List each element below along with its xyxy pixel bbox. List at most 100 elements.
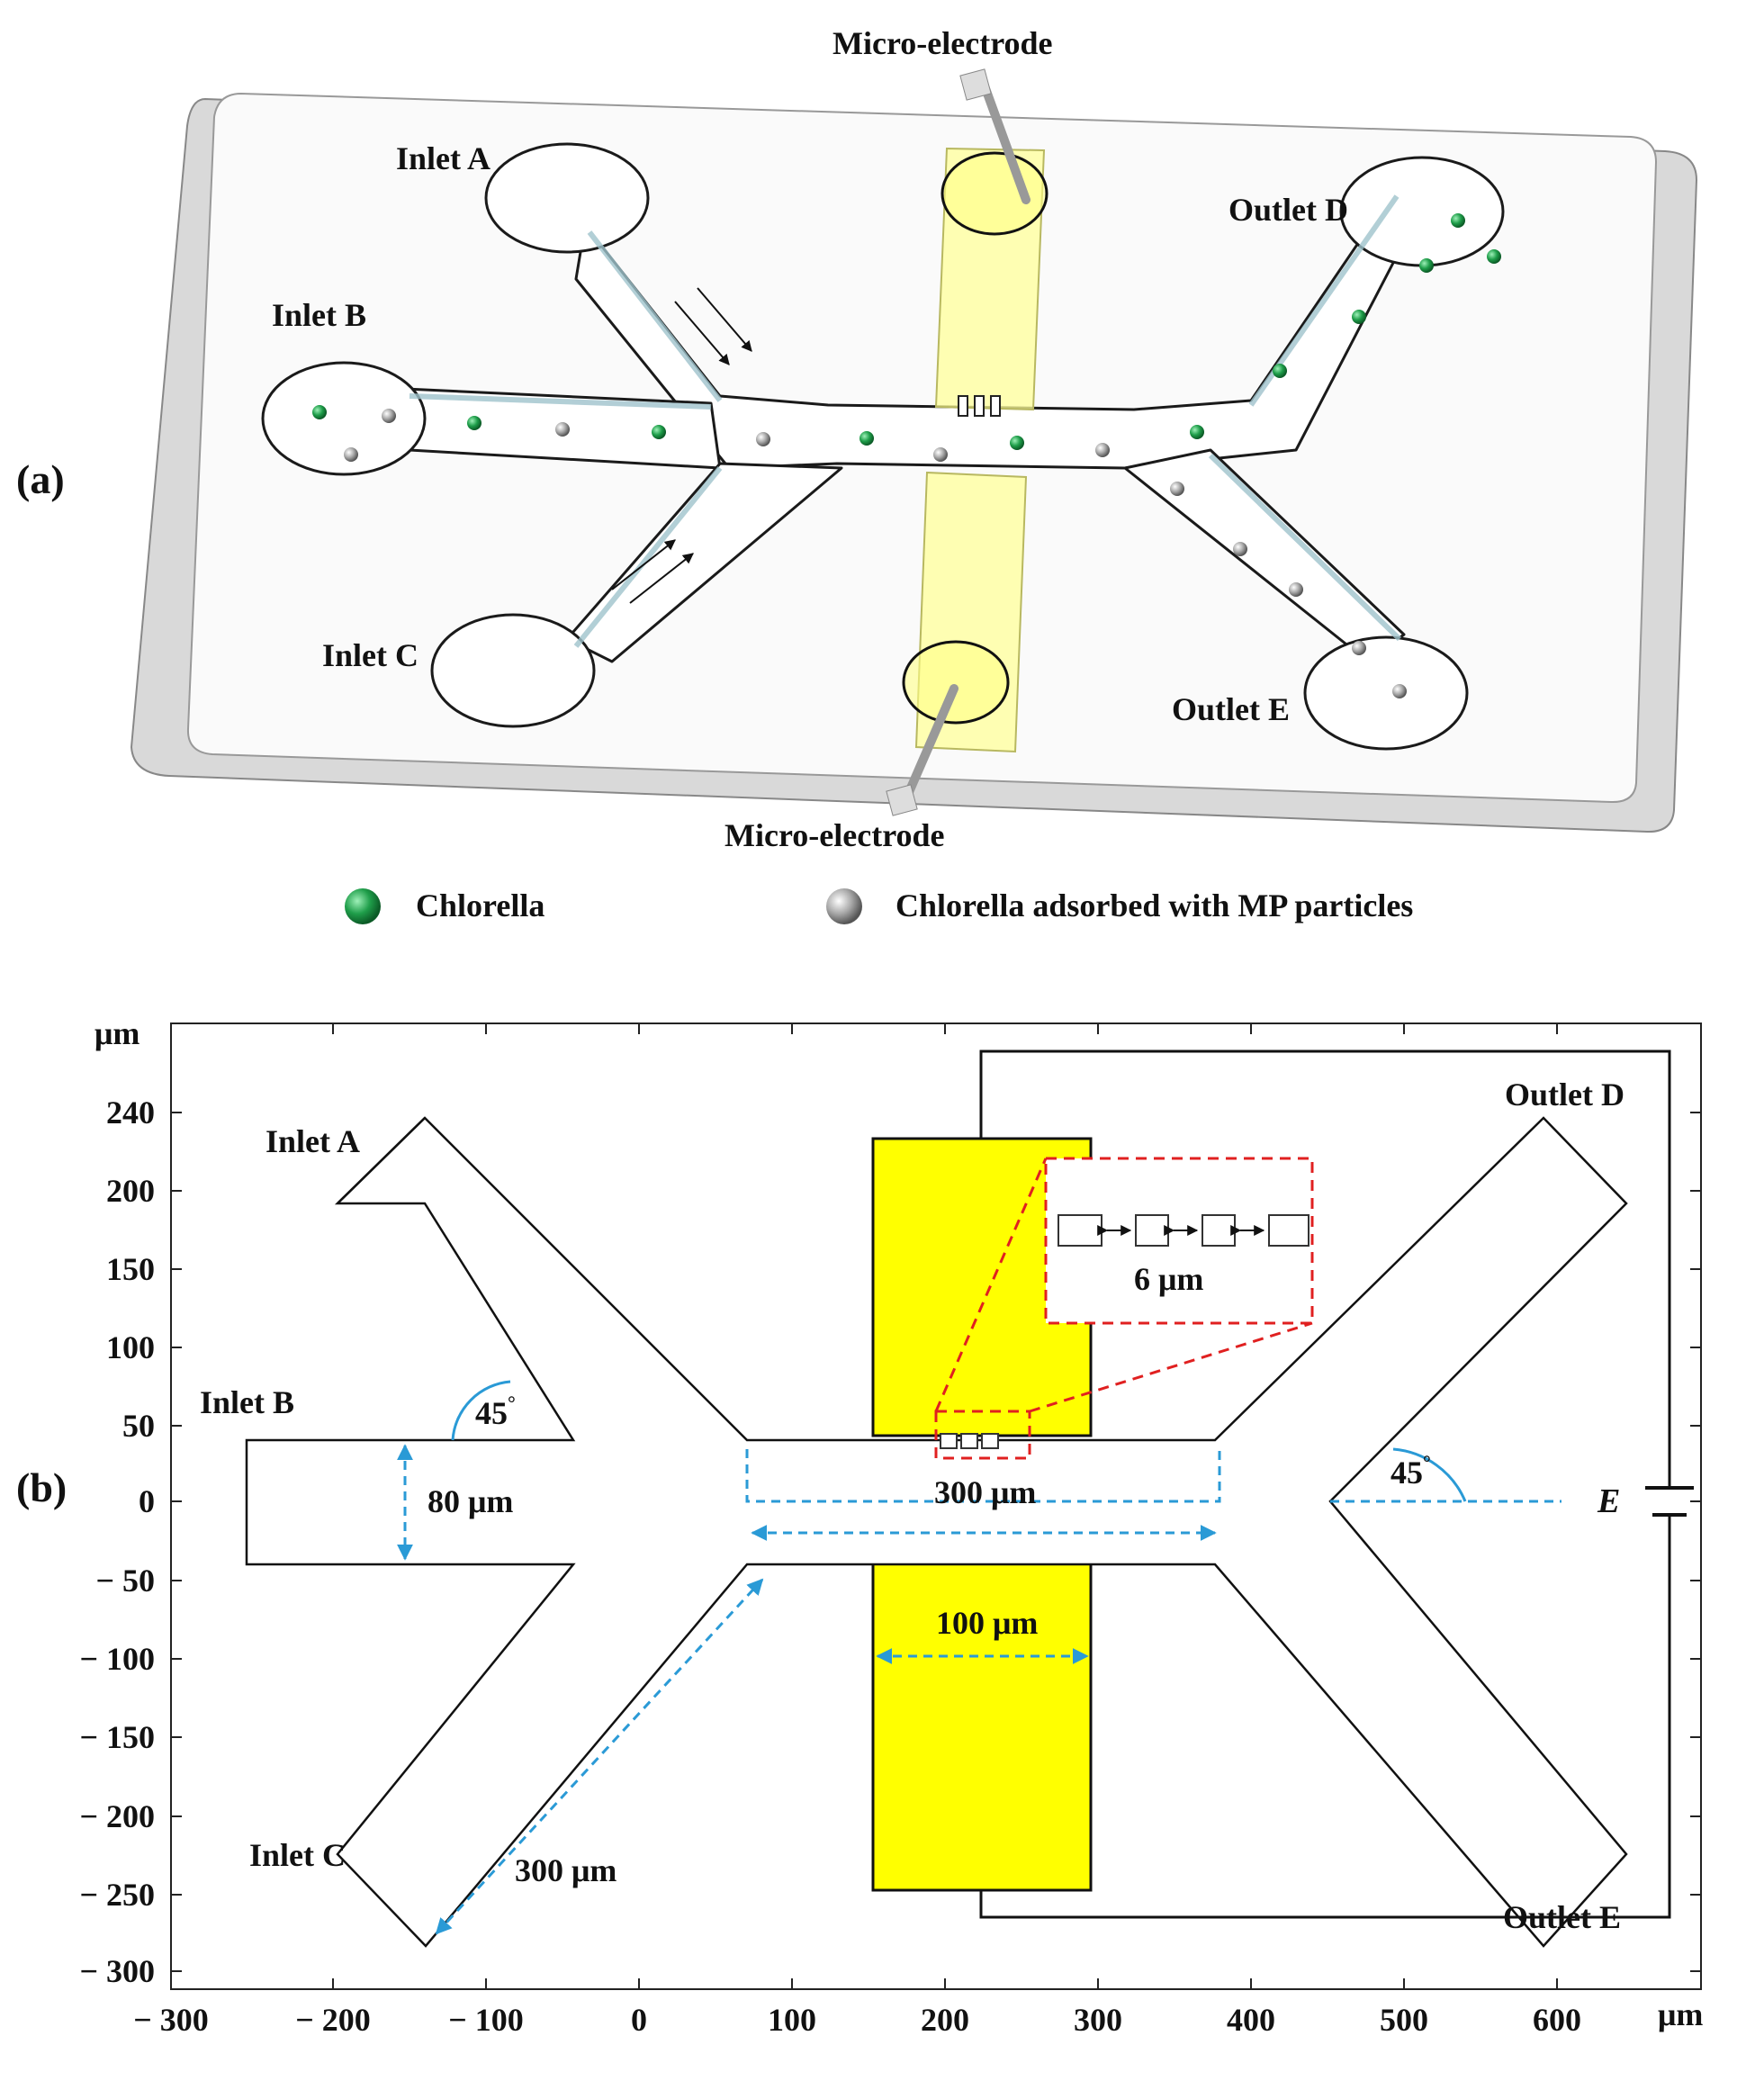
x-tick-label: 500 — [1380, 2002, 1428, 2038]
legend-chlorella-marker — [345, 888, 381, 924]
outlet-e-label: Outlet E — [1172, 691, 1290, 727]
flow-arrow — [629, 553, 694, 604]
particles — [312, 213, 1501, 698]
mp-particle — [1352, 641, 1366, 655]
b-inlet-a-label: Inlet A — [266, 1123, 360, 1159]
x-unit-label: μm — [1658, 1996, 1703, 2032]
chlorella-particle — [467, 416, 482, 430]
legend: Chlorella Chlorella adsorbed with MP par… — [345, 887, 1413, 924]
x-tick-label: 0 — [631, 2002, 647, 2038]
inlet-a-reservoir — [484, 142, 650, 254]
zoom-teeth — [1058, 1214, 1310, 1247]
outlet-d-label: Outlet D — [1228, 192, 1348, 228]
mp-particle — [382, 409, 396, 423]
electrode-teeth — [958, 395, 1001, 417]
y-tick-label: 0 — [139, 1483, 155, 1519]
b-outlet-e-label: Outlet E — [1503, 1899, 1621, 1935]
y-unit-label: μm — [94, 1015, 140, 1051]
mp-particle — [1170, 482, 1184, 496]
x-tick-label: 600 — [1533, 2002, 1581, 2038]
mp-particle — [344, 447, 358, 462]
gap-dimension-label: 6 μm — [1134, 1261, 1203, 1297]
chlorella-particle — [652, 425, 666, 439]
b-inlet-b-label: Inlet B — [200, 1384, 294, 1420]
y-tick-label: − 200 — [79, 1798, 155, 1834]
inlet-a-label: Inlet A — [396, 140, 490, 176]
dimension-lines — [397, 1380, 1562, 1935]
panel-a-label: (a) — [16, 456, 65, 502]
x-tick-label: 300 — [1074, 2002, 1122, 2038]
chlorella-particle — [1487, 249, 1501, 264]
y-tick-label: 150 — [106, 1251, 155, 1287]
width-dimension-label: 80 μm — [428, 1483, 513, 1519]
x-tick-label: − 100 — [448, 2002, 524, 2038]
y-tick-label: 200 — [106, 1173, 155, 1209]
y-tick-label: − 300 — [79, 1953, 155, 1989]
electrode-top-label: Micro-electrode — [832, 25, 1053, 61]
y-tick-label: 100 — [106, 1329, 155, 1365]
chlorella-particle — [860, 431, 874, 446]
y-tick-label: − 150 — [79, 1719, 155, 1755]
b-outlet-d-label: Outlet D — [1505, 1077, 1624, 1113]
mp-particle — [756, 432, 770, 446]
chlorella-particle — [312, 405, 327, 419]
angle-arc-left — [451, 1380, 511, 1441]
main-channel-dimension-label: 300 μm — [934, 1474, 1036, 1510]
branch-length-dimension — [435, 1578, 764, 1935]
mp-particle — [1233, 542, 1247, 556]
mp-particle — [1289, 582, 1303, 597]
panel-b-label: (b) — [16, 1464, 67, 1510]
x-tick-label: 400 — [1227, 2002, 1275, 2038]
chlorella-particle — [1451, 213, 1465, 228]
circuit-wire — [979, 1050, 1694, 1919]
electrode-bottom — [886, 471, 1028, 816]
flow-arrow — [674, 301, 730, 365]
plot-frame — [170, 1022, 1702, 1990]
outlet-d-reservoir — [1339, 156, 1505, 267]
x-axis-ticks: − 300 − 200 − 100 0 100 200 300 400 500 600 — [133, 1023, 1581, 2038]
branch-length-label: 300 μm — [515, 1852, 616, 1888]
electrode-bottom-label: Micro-electrode — [724, 817, 945, 853]
main-channel-dimension-bracket — [745, 1449, 1221, 1503]
x-tick-label: − 200 — [295, 2002, 371, 2038]
y-tick-label: − 100 — [79, 1641, 155, 1677]
mp-particle — [1392, 684, 1407, 698]
x-tick-label: − 300 — [133, 2002, 209, 2038]
source-label: E — [1597, 1482, 1620, 1520]
chlorella-particle — [1419, 258, 1434, 273]
panel-a: (a) — [16, 25, 1698, 924]
y-tick-label: − 250 — [79, 1877, 155, 1913]
angle-right-label: 45° — [1390, 1451, 1431, 1491]
zoom-source-box — [934, 1410, 1031, 1460]
legend-chlorella-label: Chlorella — [416, 887, 544, 923]
x-tick-label: 200 — [921, 2002, 969, 2038]
mp-particle — [555, 422, 570, 437]
inlet-b-label: Inlet B — [272, 297, 366, 333]
channel-walls — [409, 194, 1402, 648]
angle-left-label: 45° — [475, 1392, 516, 1431]
y-tick-label: 50 — [122, 1408, 155, 1444]
electrode-width-label: 100 μm — [936, 1605, 1038, 1641]
x-tick-label: 100 — [768, 2002, 816, 2038]
chlorella-particle — [1010, 436, 1024, 450]
inlet-b-reservoir — [261, 361, 427, 476]
flow-arrow — [611, 539, 676, 590]
inlet-c-reservoir — [430, 613, 596, 728]
y-tick-label: 240 — [106, 1095, 155, 1131]
flow-arrows — [611, 287, 752, 604]
outlet-e-reservoir — [1303, 635, 1469, 751]
mp-particle — [933, 447, 948, 462]
chlorella-particle — [1273, 364, 1287, 378]
electrode-gap-teeth — [940, 1433, 999, 1449]
chlorella-particle — [1190, 425, 1204, 439]
legend-mp-marker — [826, 888, 862, 924]
flow-arrow — [697, 287, 752, 352]
electrode-bottom-region — [871, 1560, 1093, 1892]
electrode-top — [934, 68, 1048, 411]
inlet-c-label: Inlet C — [322, 637, 418, 673]
chlorella-particle — [1352, 310, 1366, 324]
b-inlet-c-label: Inlet C — [249, 1837, 346, 1873]
